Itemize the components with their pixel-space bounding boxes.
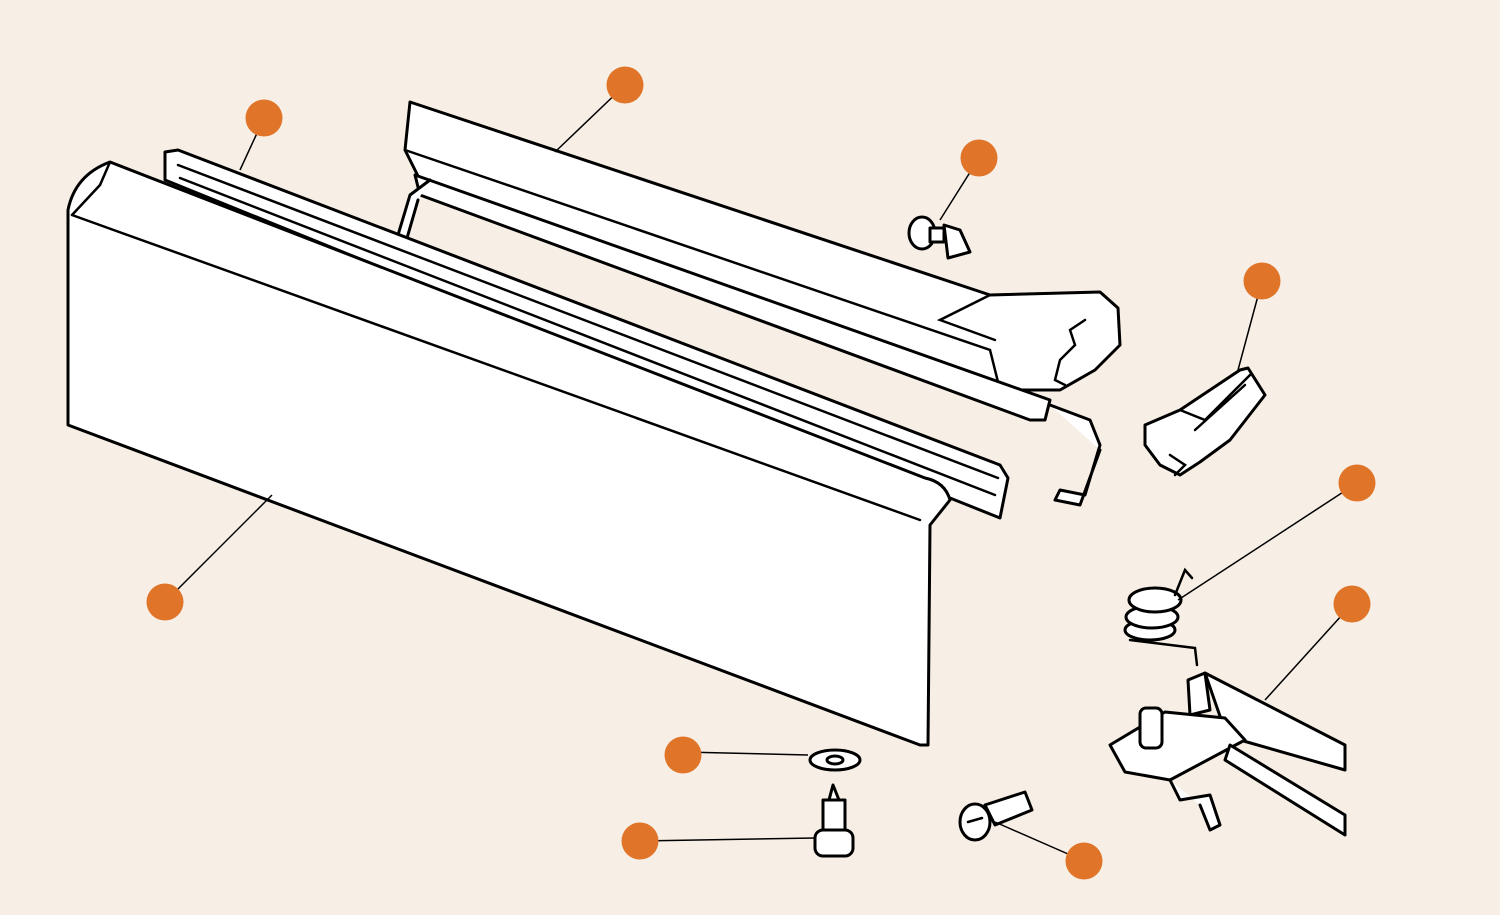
callout-dot	[664, 736, 702, 774]
part-latch	[1108, 671, 1347, 837]
part-end-cap	[1143, 366, 1267, 477]
callout-dot	[1338, 464, 1376, 502]
leader-line	[1177, 482, 1358, 601]
part-main-panel	[66, 160, 952, 747]
callout-dots	[146, 66, 1376, 880]
leader-line	[639, 837, 816, 842]
part-back-rail	[378, 100, 1122, 507]
callout-dot	[245, 99, 283, 137]
callout-dot	[146, 583, 184, 621]
callout-dot	[960, 139, 998, 177]
part-machine-screw	[958, 790, 1034, 842]
part-push-clip	[907, 215, 972, 260]
callout-dot	[1065, 842, 1103, 880]
callout-dot	[606, 66, 644, 104]
part-spring	[1123, 567, 1199, 667]
leader-line	[164, 494, 273, 603]
part-tapping-screw	[813, 783, 855, 858]
leader-line	[1264, 603, 1353, 701]
callout-dot	[1243, 262, 1281, 300]
leader-line	[682, 751, 809, 756]
callout-dot	[1333, 585, 1371, 623]
part-washer	[808, 748, 862, 772]
callout-dot	[621, 822, 659, 860]
